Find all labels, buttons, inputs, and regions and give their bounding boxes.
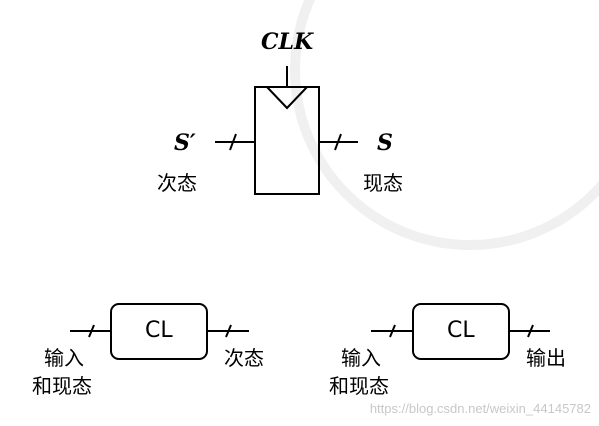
clock-triangle [266,86,308,110]
register [215,66,358,195]
clock-label: CLK [261,29,314,55]
input-caption: 次态 [157,171,197,195]
watermark-text: https://blog.csdn.net/weixin_44145782 [369,401,591,416]
watermark-seal [290,0,599,250]
logic-block-1-label: CL [145,318,173,343]
logic-block-2-input-caption-line1: 输入 [341,346,381,370]
output-symbol: S [377,130,393,156]
logic-block-1 [70,303,249,360]
input-bus-slash [229,133,237,151]
logic-block-2-input-slash [389,324,396,338]
logic-block-2 [371,303,550,360]
input-symbol: S′ [174,130,196,156]
logic-block-2-output-caption: 输出 [526,346,566,370]
logic-block-2-output-slash [527,324,534,338]
logic-block-1-output-slash [225,324,232,338]
logic-block-1-input-caption-line2: 和现态 [32,374,92,398]
logic-block-1-output-caption: 次态 [224,346,264,370]
output-bus-slash [334,133,342,151]
logic-block-2-input-caption-line2: 和现态 [329,374,389,398]
logic-block-1-input-caption-line1: 输入 [44,346,84,370]
logic-block-1-input-slash [88,324,95,338]
logic-block-2-label: CL [447,318,475,343]
output-caption: 现态 [363,171,403,195]
